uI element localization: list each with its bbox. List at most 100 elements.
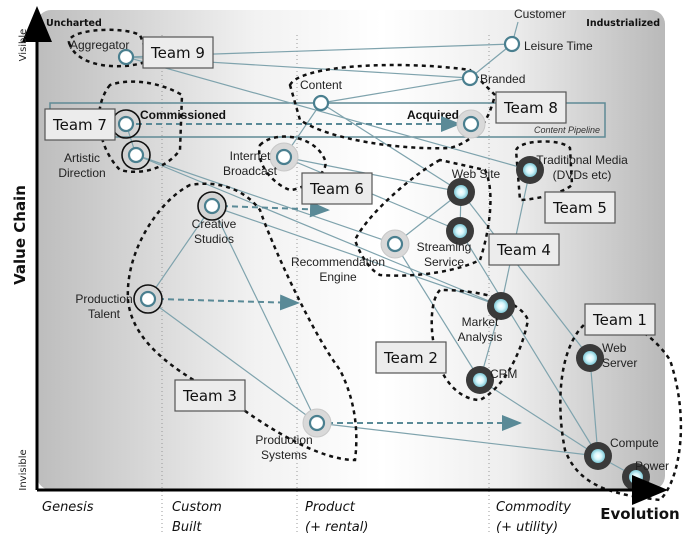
team-box-team-6[interactable]: Team 6 — [301, 172, 373, 205]
node-label-internet: Internet — [230, 149, 271, 163]
node-label-prodtalent: Talent — [88, 307, 121, 321]
node-label-artistic: Artistic — [64, 151, 100, 165]
node-compute[interactable]: Compute — [584, 436, 659, 470]
node-label-power: Power — [635, 459, 669, 473]
team-3-outline — [126, 182, 358, 462]
node-label-streaming: Streaming — [417, 240, 472, 254]
node-label-artistic: Direction — [58, 166, 105, 180]
node-core — [503, 35, 521, 53]
commissioned-label: Commissioned — [140, 108, 226, 122]
team-box-team-5[interactable]: Team 5 — [544, 191, 616, 224]
node-leisure[interactable]: Leisure Time — [503, 35, 593, 53]
node-label-recommend: Recommendation — [291, 255, 385, 269]
stage-label-1: Custom — [172, 500, 222, 515]
node-label-streaming: Service — [424, 255, 464, 269]
node-core — [473, 373, 487, 387]
y-axis-bottom-label: Invisible — [18, 449, 29, 490]
node-label-tradmedia: (DVDs etc) — [553, 168, 612, 182]
team-label: Team 4 — [496, 241, 551, 259]
team-box-frame — [488, 233, 560, 266]
team-box-team-4[interactable]: Team 4 — [488, 233, 560, 266]
node-label-creative: Creative — [192, 217, 237, 231]
node-label-creative: Studios — [194, 232, 234, 246]
node-label-prodsys: Production — [255, 433, 312, 447]
team-label: Team 9 — [150, 44, 205, 62]
node-aggregator[interactable]: Aggregator — [70, 38, 135, 66]
team-box-team-1[interactable]: Team 1 — [584, 303, 656, 336]
link-content-website — [320, 102, 462, 193]
node-label-prodsys: Systems — [261, 448, 307, 462]
link-prodtalent-creative — [147, 205, 213, 300]
node-tradmedia[interactable]: Traditional Media(DVDs etc) — [516, 153, 628, 184]
node-label-webserver: Web — [602, 341, 627, 355]
team-boxes: Team 1 Team 2 Team 3 Team 4 Team 5 Team 6 Team… — [44, 36, 656, 412]
node-website[interactable]: Web Site — [447, 167, 501, 206]
node-core — [203, 197, 221, 215]
link-artistic-recommend — [135, 154, 396, 245]
stage-label-1: Built — [172, 520, 202, 535]
node-label-leisure: Leisure Time — [524, 39, 593, 53]
node-core — [453, 224, 467, 238]
node-label-recommend: Engine — [319, 270, 357, 284]
stage-label-3: Commodity — [496, 500, 571, 515]
team-box-team-8[interactable]: Team 8 — [495, 91, 567, 124]
node-label-content: Content — [300, 78, 343, 92]
node-label-market: Market — [462, 315, 499, 329]
node-label-prodtalent: Production — [75, 292, 132, 306]
team-box-team-7[interactable]: Team 7 — [44, 108, 116, 141]
node-crm[interactable]: CRM — [466, 366, 517, 394]
corner-industrialized: Industrialized — [586, 18, 660, 29]
node-label-market: Analysis — [458, 330, 503, 344]
link-creative-prodsys — [211, 205, 318, 424]
link-webserver-compute — [589, 357, 599, 457]
team-box-frame — [142, 36, 214, 69]
node-core — [583, 351, 597, 365]
node-core — [275, 148, 293, 166]
link-branded-content — [320, 77, 471, 104]
evolution-arrows — [136, 116, 522, 431]
team-label: Team 2 — [383, 349, 438, 367]
node-label-tradmedia: Traditional Media — [536, 153, 628, 167]
axes: Value Chain Visible Invisible Evolution … — [11, 6, 680, 523]
node-core — [117, 115, 135, 133]
node-core — [591, 449, 605, 463]
stage-dividers — [161, 35, 490, 535]
node-label-branded: Branded — [480, 72, 525, 86]
evolution-arrow-creative — [221, 201, 330, 218]
team-label: Team 1 — [592, 311, 647, 329]
node-label-crm: CRM — [490, 367, 517, 381]
team-box-team-9[interactable]: Team 9 — [142, 36, 214, 69]
team-box-team-3[interactable]: Team 3 — [174, 379, 246, 412]
node-content[interactable]: Content — [300, 78, 343, 112]
team-box-team-2[interactable]: Team 2 — [375, 341, 447, 374]
x-axis-title: Evolution — [600, 505, 679, 523]
node-branded[interactable]: Branded — [461, 69, 525, 87]
link-artistic-market — [135, 154, 502, 307]
link-leisure-branded — [469, 43, 513, 79]
stage-label-2: Product — [305, 500, 356, 515]
node-label-website: Web Site — [452, 167, 501, 181]
team-label: Team 5 — [552, 199, 607, 217]
team-box-frame — [301, 172, 373, 205]
node-core — [308, 414, 326, 432]
node-core — [386, 235, 404, 253]
node-acquired[interactable] — [456, 109, 486, 139]
node-core — [139, 290, 157, 308]
team-label: Team 7 — [52, 116, 107, 134]
corner-uncharted: Uncharted — [46, 18, 102, 29]
link-crm-compute — [479, 379, 599, 457]
team-box-frame — [584, 303, 656, 336]
node-label-aggregator: Aggregator — [70, 38, 129, 52]
